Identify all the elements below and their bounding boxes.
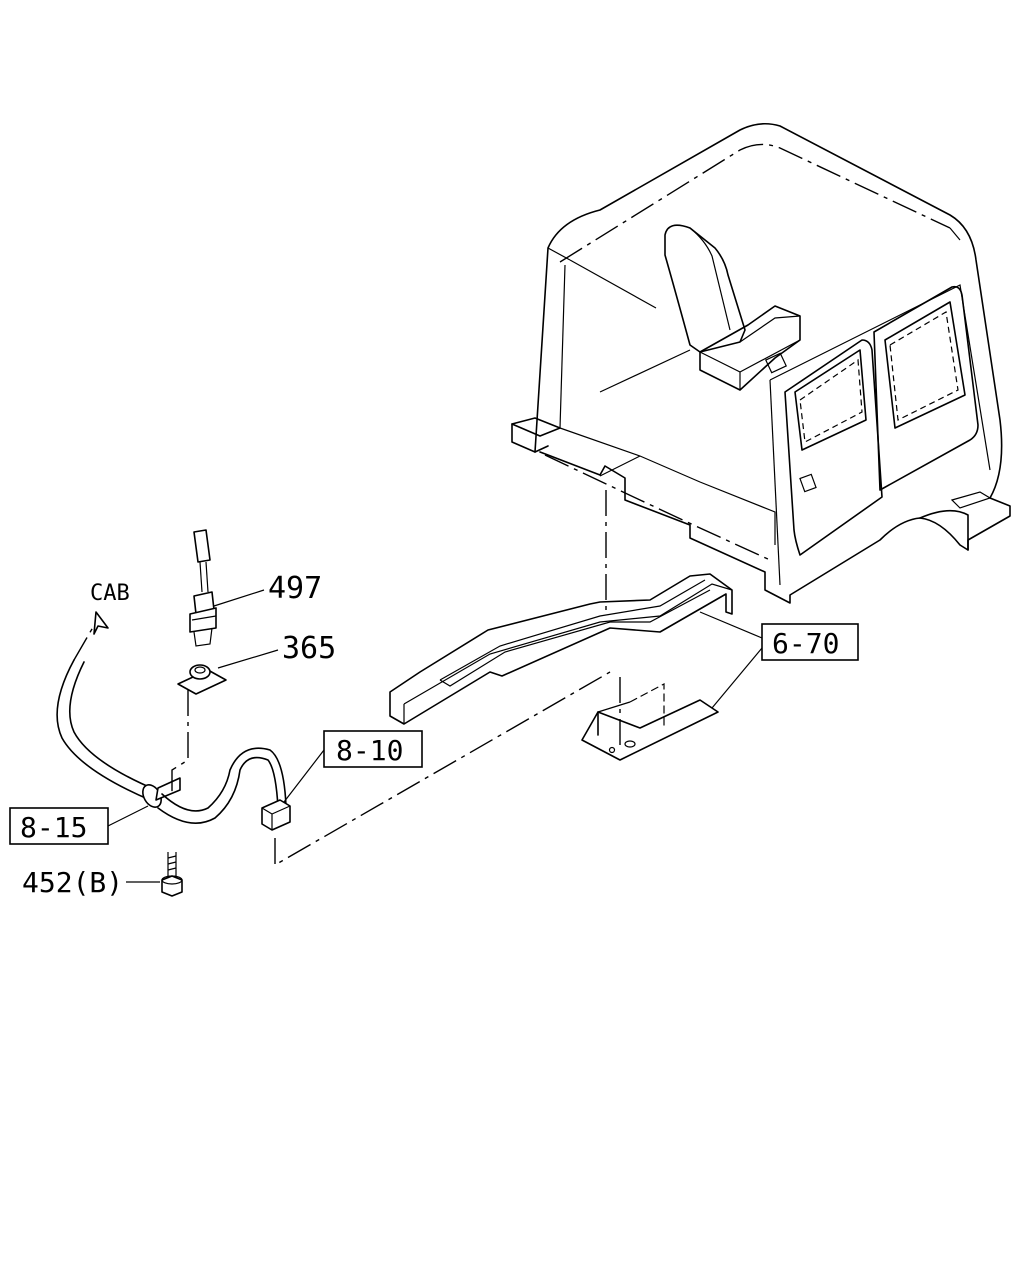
bolt-452b <box>161 852 183 897</box>
sensor-guide-line <box>171 690 189 792</box>
frame-rail <box>389 573 733 725</box>
label-8-10: 8-10 <box>336 734 403 767</box>
ref-box-8-15: 8-15 <box>9 807 109 845</box>
sensor-497 <box>189 529 217 647</box>
leader-8-15 <box>107 805 149 827</box>
leader-6-70-b <box>711 647 763 709</box>
mounting-bracket <box>581 683 719 761</box>
label-8-15: 8-15 <box>20 811 87 844</box>
washer-365 <box>177 664 227 695</box>
leader-365 <box>217 649 279 669</box>
label-497: 497 <box>268 571 322 606</box>
cab-body <box>511 122 1011 604</box>
harness-route-line <box>274 671 611 867</box>
wire-harness <box>56 611 291 831</box>
leader-8-10 <box>283 749 325 803</box>
label-6-70: 6-70 <box>772 627 839 660</box>
leader-6-70-a <box>699 611 763 639</box>
seat <box>664 224 801 391</box>
ref-box-6-70: 6-70 <box>761 623 859 661</box>
leader-497 <box>213 589 265 607</box>
label-cab: CAB <box>90 581 130 606</box>
label-452b: 452(B) <box>22 866 123 899</box>
label-365: 365 <box>282 631 336 666</box>
ref-box-8-10: 8-10 <box>323 730 423 768</box>
